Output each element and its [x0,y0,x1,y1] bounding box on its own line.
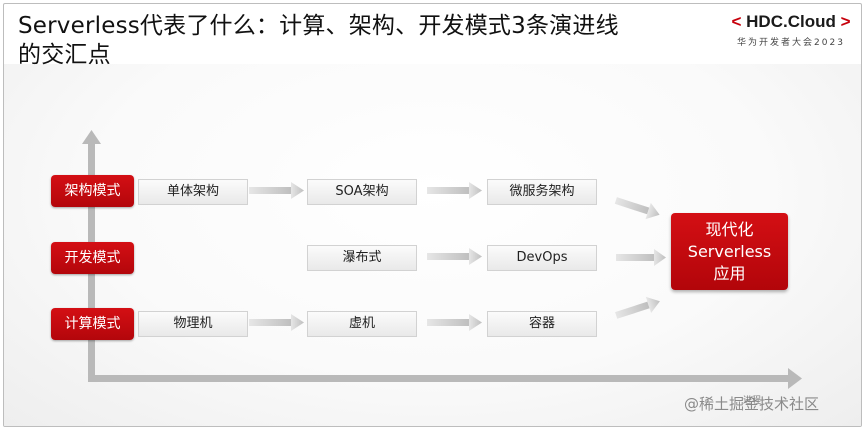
stage-container: 容器 [487,311,597,337]
stage-monolith: 单体架构 [138,179,248,205]
hdc-cloud-logo: < HDC.Cloud > 华为开发者大会2023 [726,12,856,52]
stage-microservices: 微服务架构 [487,179,597,205]
stage-physical-machine: 物理机 [138,311,248,337]
arrow-icon [614,197,660,220]
row-arrows [249,182,482,331]
logo-bracket-left: < [731,12,742,31]
slide-title: Serverless代表了什么：计算、架构、开发模式3条演进线 的交汇点 [18,13,619,68]
arrow-icon [615,296,660,319]
x-axis-label: 进程 [743,396,762,406]
logo-bracket-right: > [840,12,851,31]
stage-waterfall: 瀑布式 [307,245,417,271]
converging-arrows [614,197,666,319]
arrow-icon [249,314,304,331]
category-compute: 计算模式 [51,308,134,340]
stage-vm: 虚机 [307,311,417,337]
result-label: 现代化 Serverless 应用 [687,219,772,283]
arrow-icon [427,314,482,331]
arrow-icon [616,249,666,266]
slide: Serverless代表了什么：计算、架构、开发模式3条演进线 的交汇点 < H… [3,3,862,427]
logo-brand: HDC.Cloud [746,12,836,31]
stage-soa: SOA架构 [307,179,417,205]
arrow-icon [427,182,482,199]
result-serverless-app: 现代化 Serverless 应用 [671,213,788,290]
category-architecture: 架构模式 [51,175,134,207]
x-axis [88,368,802,389]
arrow-icon [427,248,482,265]
arrow-icon [249,182,304,199]
category-development: 开发模式 [51,242,134,274]
stage-devops: DevOps [487,245,597,271]
watermark: @稀土掘金技术社区 [684,395,820,413]
logo-subtitle: 华为开发者大会2023 [737,38,845,48]
logo-text: < HDC.Cloud > [726,12,856,32]
